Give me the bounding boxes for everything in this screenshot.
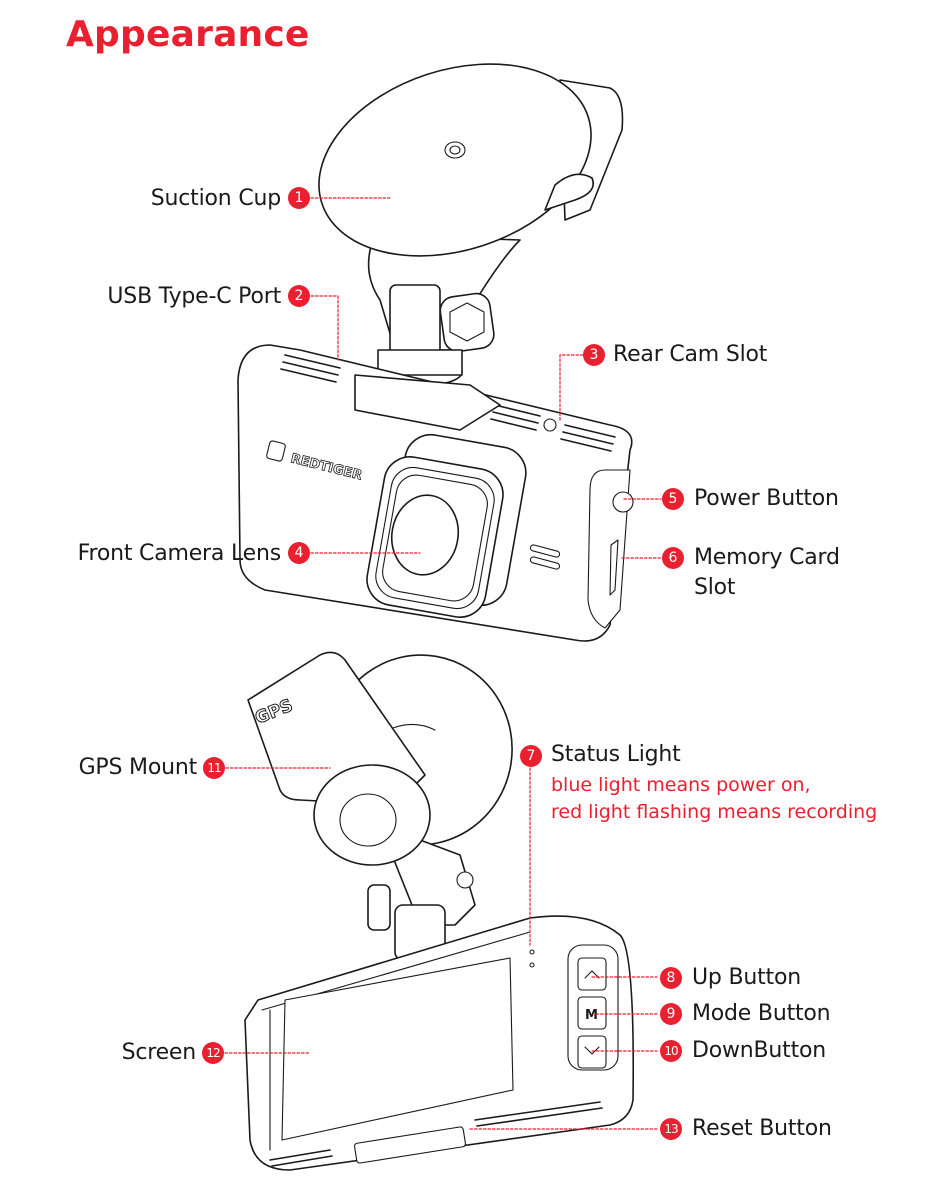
page-title: Appearance	[66, 14, 310, 55]
mode-button-drawing	[577, 996, 607, 1030]
status-light-note-line1: blue light means power on,	[551, 774, 811, 796]
callout-badge-5: 5	[662, 488, 684, 510]
callout-badge-3: 3	[583, 344, 605, 366]
callout-label-up-button: Up Button	[692, 965, 801, 990]
suction-cup-disc	[318, 63, 592, 257]
suction-lever	[544, 173, 594, 211]
callout-label-front-lens: Front Camera Lens	[77, 541, 282, 566]
front-lens	[390, 494, 460, 576]
callout-label-gps-mount: GPS Mount	[78, 755, 198, 780]
callout-badge-13: 13	[660, 1118, 682, 1140]
rear-knob	[367, 884, 391, 931]
callout-badge-12: 12	[202, 1042, 224, 1064]
callout-badge-10: 10	[660, 1040, 682, 1062]
callout-badge-6: 6	[662, 547, 684, 569]
callout-label-rear-cam-slot: Rear Cam Slot	[613, 342, 768, 367]
screen-panel	[281, 957, 514, 1141]
callout-badge-8: 8	[660, 967, 682, 989]
callout-badge-1: 1	[288, 187, 310, 209]
callout-label-usb-port: USB Type-C Port	[107, 284, 281, 309]
svg-text:M: M	[585, 1008, 598, 1023]
callout-label-mode-button: Mode Button	[692, 1001, 831, 1026]
power-button-drawing	[612, 491, 634, 513]
down-button-drawing	[577, 1035, 607, 1069]
callout-label-memory-card-line1: Memory Card	[694, 545, 840, 570]
callout-label-status-light: Status Light	[551, 742, 681, 767]
callout-badge-7: 7	[520, 745, 542, 767]
callout-label-power-button: Power Button	[694, 486, 839, 511]
callout-label-memory-card-line2: Slot	[694, 575, 736, 600]
up-button-drawing	[577, 957, 607, 991]
callout-badge-11: 11	[203, 757, 225, 779]
callout-badge-4: 4	[288, 542, 310, 564]
callout-label-down-button: DownButton	[692, 1038, 827, 1063]
callout-label-reset-button: Reset Button	[692, 1116, 832, 1141]
leader-lines	[224, 197, 662, 1130]
callout-label-screen: Screen	[121, 1040, 197, 1065]
callout-badge-2: 2	[288, 285, 310, 307]
status-light-note-line2: red light flashing means recording	[551, 801, 878, 823]
rear-view-drawing: GPS M	[244, 651, 635, 1171]
front-view-drawing: REDTIGER	[237, 63, 634, 642]
callout-badge-9: 9	[660, 1003, 682, 1025]
callout-label-suction-cup: Suction Cup	[150, 186, 281, 211]
